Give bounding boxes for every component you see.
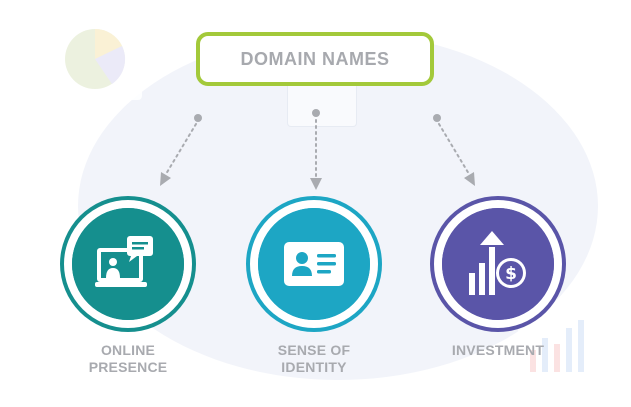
- id-card-icon: [284, 242, 344, 286]
- domain-names-box: DOMAIN NAMES: [196, 32, 434, 86]
- diagram-title: DOMAIN NAMES: [240, 48, 390, 69]
- arrow-to-online-presence: [160, 114, 202, 186]
- decorative-pie-chart: [50, 18, 142, 100]
- label-sense-of-identity-line2: IDENTITY: [281, 359, 347, 375]
- investment-growth-icon: $: [469, 231, 526, 295]
- label-sense-of-identity-line1: SENSE OF: [277, 342, 351, 358]
- label-investment: INVESTMENT: [418, 342, 578, 359]
- label-online-presence-line1: ONLINE: [100, 342, 156, 358]
- arrow-to-investment: [433, 114, 475, 186]
- label-sense-of-identity: SENSE OF IDENTITY: [234, 342, 394, 376]
- online-presence-icon: [95, 236, 153, 287]
- arrow-to-sense-of-identity: [310, 109, 322, 190]
- label-investment-line1: INVESTMENT: [451, 342, 545, 358]
- online-presence-node: [64, 200, 192, 328]
- investment-node: $: [434, 200, 562, 328]
- sense-of-identity-node: [250, 200, 378, 328]
- svg-text:$: $: [505, 264, 517, 284]
- decorative-card: [288, 80, 356, 126]
- label-online-presence-line2: PRESENCE: [88, 359, 168, 375]
- label-online-presence: ONLINE PRESENCE: [48, 342, 208, 376]
